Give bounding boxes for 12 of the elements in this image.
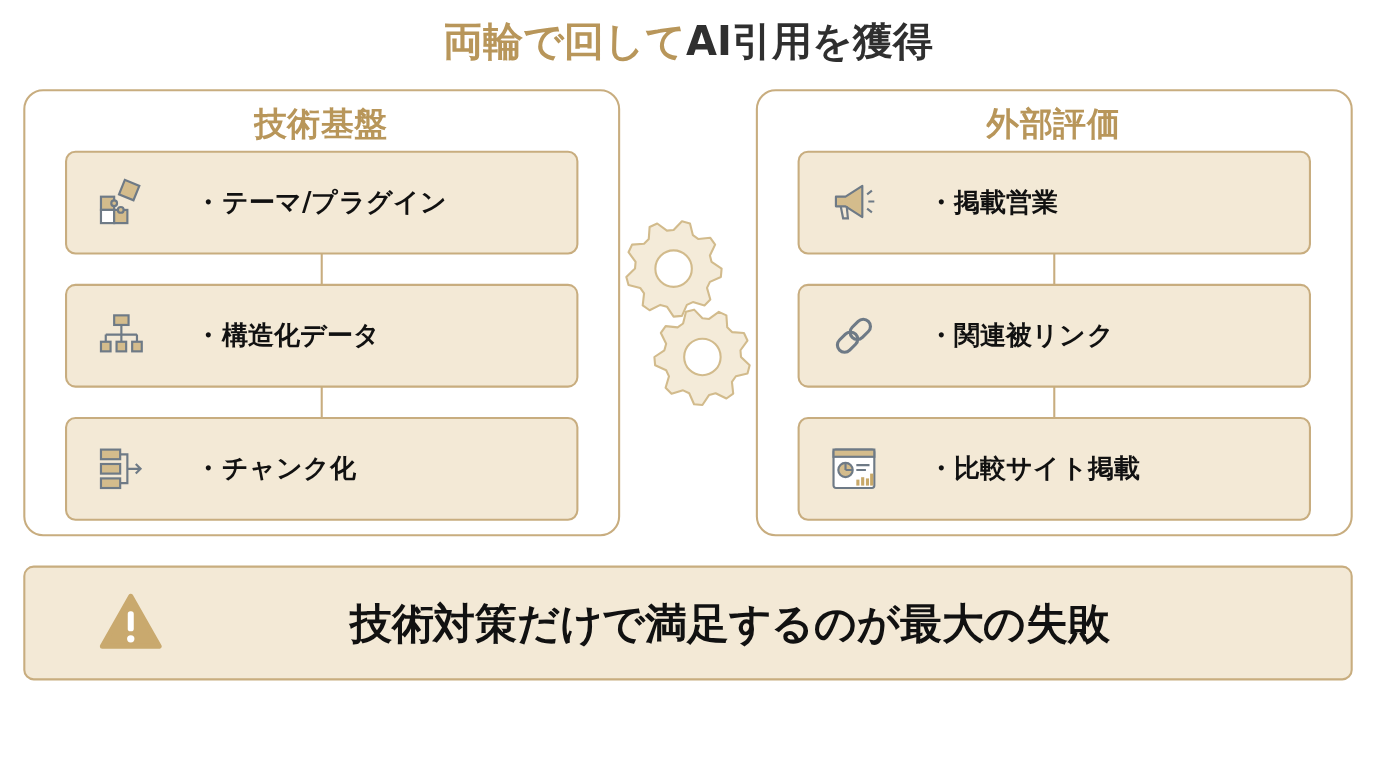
node-box: ・掲載営業	[797, 150, 1311, 255]
node-box: ・チャンク化	[65, 416, 579, 521]
connector	[1053, 253, 1056, 285]
connector	[320, 253, 323, 285]
node-box: ・構造化データ	[65, 283, 579, 388]
node-box: ・関連被リンク	[797, 283, 1311, 388]
connector	[1053, 386, 1056, 418]
node-box: ・比較サイト掲載	[797, 416, 1311, 521]
node-box: 技術対策だけで満足するのが最大の失敗	[23, 565, 1353, 681]
title: 両輪で回してAI引用を獲得	[443, 17, 933, 66]
connector	[320, 386, 323, 418]
node-box: ・テーマ/プラグイン	[65, 150, 579, 255]
